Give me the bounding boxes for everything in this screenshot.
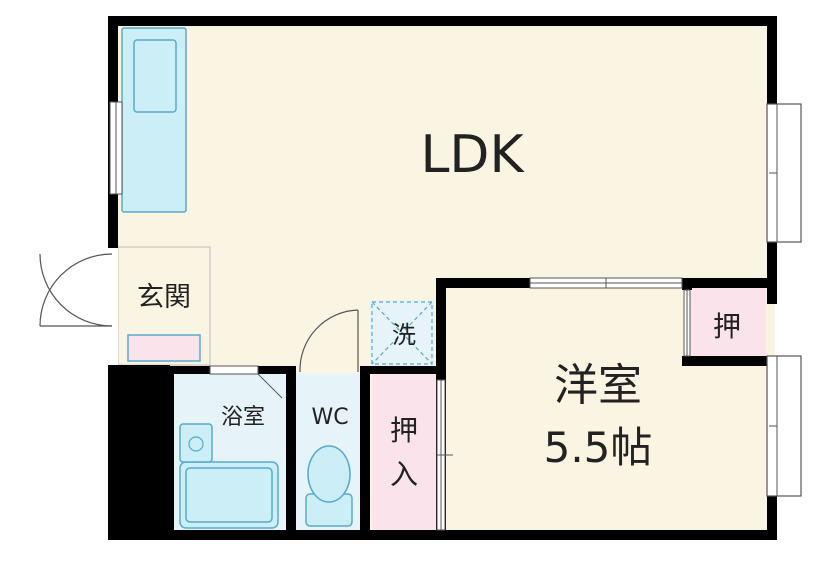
label-yoshitsu: 洋室: [554, 360, 642, 411]
shoe-box: [127, 334, 201, 362]
label-ldk: LDK: [420, 125, 525, 185]
wc-door[interactable]: [299, 309, 359, 373]
oshiire-door[interactable]: [436, 379, 453, 531]
bath-sink-icon: [179, 423, 213, 463]
toilet-icon: [305, 445, 353, 527]
washer-icon: [371, 301, 433, 365]
window-ldk: [766, 103, 802, 243]
label-oshi-small: 押: [713, 310, 741, 343]
storage-small: [688, 286, 766, 358]
bathroom-door[interactable]: [209, 365, 283, 399]
label-oshiire-bottom: 入: [390, 458, 418, 491]
label-senmen: 洗: [392, 321, 416, 349]
label-genkan: 玄関: [137, 282, 191, 313]
label-wc: WC: [311, 405, 348, 430]
label-oshiire-top: 押: [390, 414, 418, 447]
bathtub: [179, 461, 279, 529]
window-kitchen: [109, 101, 123, 195]
window-youshitsu: [766, 355, 802, 497]
storage-oshiire: [372, 373, 438, 538]
interior-walls: [164, 278, 777, 538]
entrance-door[interactable]: [39, 248, 118, 365]
closet-door-small[interactable]: [683, 289, 691, 357]
label-yoshitsu-size: 5.5帖: [544, 423, 653, 472]
kitchen-sink: [133, 39, 177, 113]
sliding-door-youshitsu[interactable]: [529, 277, 683, 289]
label-yokushitsu: 浴室: [221, 405, 265, 430]
